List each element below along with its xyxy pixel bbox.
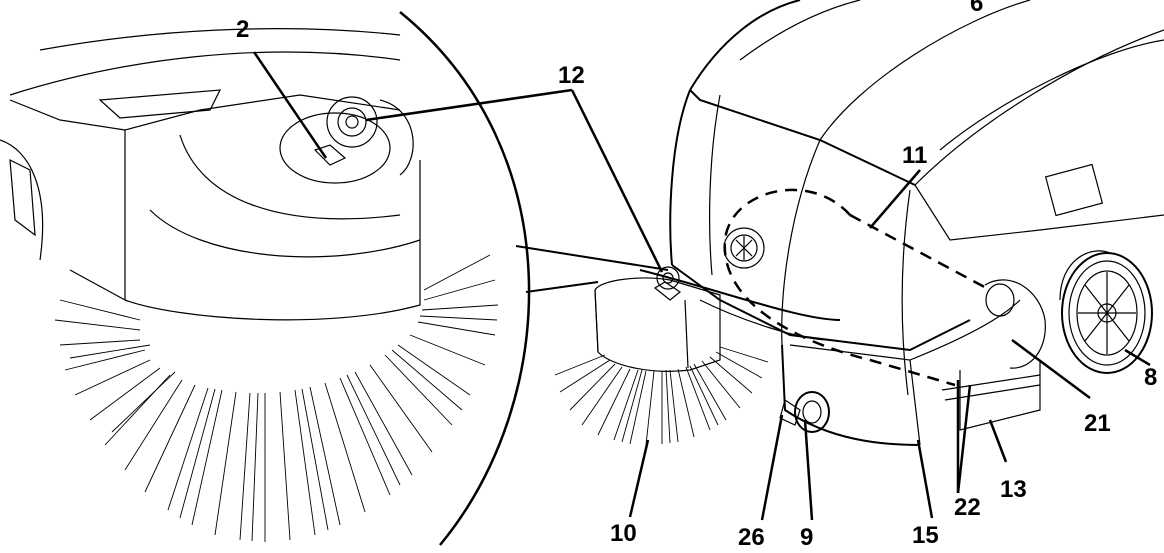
detail-view (0, 11, 669, 546)
leader-2 (252, 51, 328, 159)
callout-9: 9 (800, 524, 814, 551)
leader-12-detail (365, 88, 573, 122)
callout-12: 12 (558, 62, 585, 89)
callout-22: 22 (954, 494, 981, 521)
leader-22a (956, 384, 972, 494)
callout-10: 10 (610, 520, 637, 547)
leader-9 (803, 419, 814, 521)
leader-13 (988, 419, 1008, 463)
callout-21: 21 (1084, 410, 1111, 437)
leader-10 (628, 439, 650, 518)
leader-lines (252, 51, 1151, 521)
hopper-dashed-outline (723, 188, 956, 387)
machine-view (554, 0, 1164, 446)
side-brush-bristles (554, 346, 769, 446)
detail-boundary-arc (399, 11, 531, 546)
callout-6: 6 (970, 0, 984, 17)
callout-8: 8 (1144, 364, 1158, 391)
leader-11 (869, 169, 921, 229)
detail-brush-bristles (54, 254, 499, 542)
leader-8 (1124, 348, 1151, 367)
leader-26 (760, 414, 784, 521)
detail-wedge (515, 245, 669, 293)
leader-15 (916, 439, 934, 519)
callout-11: 11 (902, 142, 928, 169)
rear-wheel (1059, 250, 1153, 374)
leader-21 (1011, 338, 1091, 400)
callout-26: 26 (738, 524, 765, 551)
callout-15: 15 (912, 522, 939, 549)
callout-13: 13 (1000, 476, 1027, 503)
callout-2: 2 (236, 16, 250, 43)
leader-12-machine (570, 89, 664, 273)
